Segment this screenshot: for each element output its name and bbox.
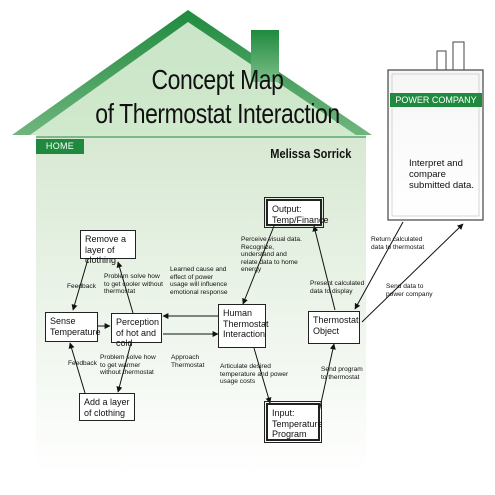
node-add-clothing: Add a layer of clothing xyxy=(79,393,135,421)
power-company-label: POWER COMPANY xyxy=(390,93,482,107)
label-approach: Approach Thermostat xyxy=(171,354,205,369)
label-present: Present calculated data to display xyxy=(310,280,365,295)
label-feedback-bottom: Feedback xyxy=(68,360,97,367)
label-send-data: Send data to power company xyxy=(386,283,433,298)
node-perception: Perception of hot and cold xyxy=(111,313,162,348)
label-problem-cooler: Problem solve how to get cooler without … xyxy=(104,273,164,296)
author-name: Melissa Sorrick xyxy=(269,146,351,161)
label-return-data: Return calculated data to thermostat xyxy=(371,236,425,251)
label-learned: Learned cause and effect of power usage … xyxy=(170,266,228,296)
node-output: Output: Temp/Finance xyxy=(264,197,329,228)
node-thermostat-object: Thermostat Object xyxy=(308,311,360,344)
node-sense-temperature: Sense Temperature xyxy=(45,312,101,342)
page-title-line2: of Thermostat Interaction xyxy=(95,98,340,129)
node-remove-clothing: Remove a layer of clothing xyxy=(80,230,136,265)
node-human-interaction: Human Thermostat Interaction xyxy=(218,304,269,348)
label-send-program: Send program to thermostat xyxy=(321,366,363,381)
label-feedback-top: Feedback xyxy=(67,283,96,290)
label-articulate: Articulate desired temperature and power… xyxy=(220,363,289,386)
home-tab[interactable]: HOME xyxy=(36,139,84,154)
label-problem-warmer: Problem solve how to get warmer without … xyxy=(100,354,156,377)
node-input: Input: Temperature Program xyxy=(264,401,323,443)
page-title-line1: Concept Map xyxy=(151,64,284,95)
connectors xyxy=(68,221,464,413)
label-perceive: Perceive visual data. Recognize, underst… xyxy=(241,236,302,274)
power-company-text: Interpret and compare submitted data. xyxy=(409,158,474,191)
power-company-building xyxy=(387,41,484,221)
chimney xyxy=(251,30,279,82)
